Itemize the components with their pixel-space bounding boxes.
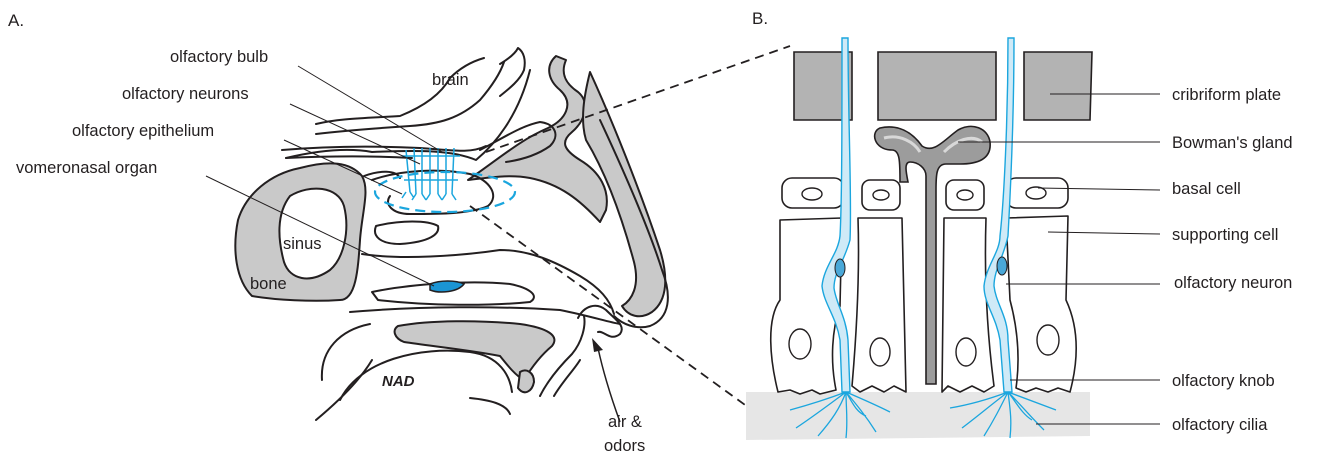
cribriform-line-1: [282, 146, 486, 151]
label-basal-cell: basal cell: [1172, 180, 1241, 198]
basal-cells: [782, 178, 1068, 210]
small-bone: [518, 370, 534, 392]
label-supporting-cell: supporting cell: [1172, 226, 1278, 244]
label-sinus: sinus: [283, 235, 322, 253]
panel-a: A.: [8, 11, 668, 455]
label-olfactory-cilia: olfactory cilia: [1172, 416, 1268, 434]
vomeronasal-organ: [430, 281, 464, 292]
label-vomeronasal-organ: vomeronasal organ: [16, 159, 157, 177]
supporting-cells: [771, 216, 1077, 394]
air-arrow-head: [592, 338, 603, 352]
cribriform-plate: [794, 52, 1092, 120]
air-arrow: [598, 348, 620, 422]
turbinate-middle: [375, 222, 438, 245]
label-air-line1: air &: [608, 413, 642, 431]
label-olfactory-epithelium: olfactory epithelium: [72, 122, 214, 140]
brain-outline-3: [500, 48, 525, 96]
label-cribriform-plate: cribriform plate: [1172, 86, 1281, 104]
label-olfactory-neurons: olfactory neurons: [122, 85, 249, 103]
label-olfactory-bulb: olfactory bulb: [170, 48, 268, 66]
panel-b-label: B.: [752, 9, 768, 28]
label-olfactory-knob: olfactory knob: [1172, 372, 1275, 390]
label-brain: brain: [432, 71, 469, 89]
label-air-line2: odors: [604, 437, 645, 455]
label-bowmans-gland: Bowman's gland: [1172, 134, 1293, 152]
cribriform-line-2: [286, 157, 412, 159]
label-olfactory-neuron: olfactory neuron: [1174, 274, 1292, 292]
olfactory-epithelium-region: [375, 172, 515, 212]
palate-bone: [395, 321, 555, 380]
panel-b: B.: [746, 9, 1293, 440]
label-bone: bone: [250, 275, 287, 293]
panel-a-label: A.: [8, 11, 24, 30]
artist-signature: NAD: [382, 373, 415, 390]
brain-outline-2: [316, 62, 504, 134]
mucus-layer: [746, 392, 1090, 440]
